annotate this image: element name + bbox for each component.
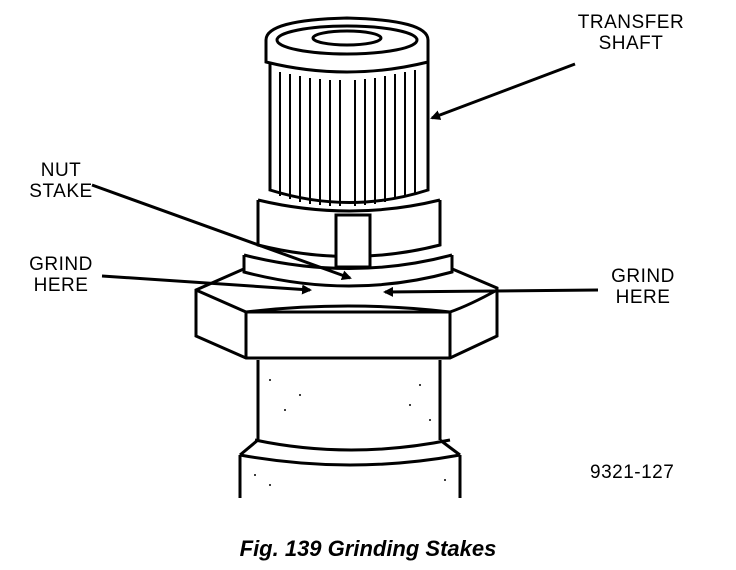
grind-left-arrow xyxy=(101,274,312,295)
figure-code: 9321-127 xyxy=(590,462,675,483)
nut-stake-label: NUT STAKE xyxy=(20,160,102,202)
grind-here-left-label: GRIND HERE xyxy=(20,254,102,296)
grind-here-left-line1: GRIND xyxy=(29,254,93,275)
transfer-shaft-label-line1: TRANSFER xyxy=(577,12,685,33)
grind-right-arrow xyxy=(383,286,599,297)
grind-here-left-line2: HERE xyxy=(33,275,89,296)
lower-shaft xyxy=(238,360,462,498)
transfer-shaft-arrow xyxy=(430,62,576,120)
lower-shaft-shading xyxy=(254,379,446,486)
transfer-shaft-label: TRANSFER SHAFT xyxy=(566,12,696,54)
nut-stake-label-line1: NUT xyxy=(40,160,82,181)
leader-lines xyxy=(91,62,599,297)
transfer-shaft-label-line2: SHAFT xyxy=(598,33,664,54)
spline-lines xyxy=(279,70,416,206)
nut-stake-arrow xyxy=(91,183,352,280)
grind-here-right-line1: GRIND xyxy=(611,266,675,287)
nut-stake-label-line2: STAKE xyxy=(29,181,93,202)
nut-collar xyxy=(242,198,454,288)
figure-caption: Fig. 139 Grinding Stakes xyxy=(239,536,497,561)
grind-here-right-label: GRIND HERE xyxy=(598,266,688,308)
grind-here-right-line2: HERE xyxy=(615,287,671,308)
